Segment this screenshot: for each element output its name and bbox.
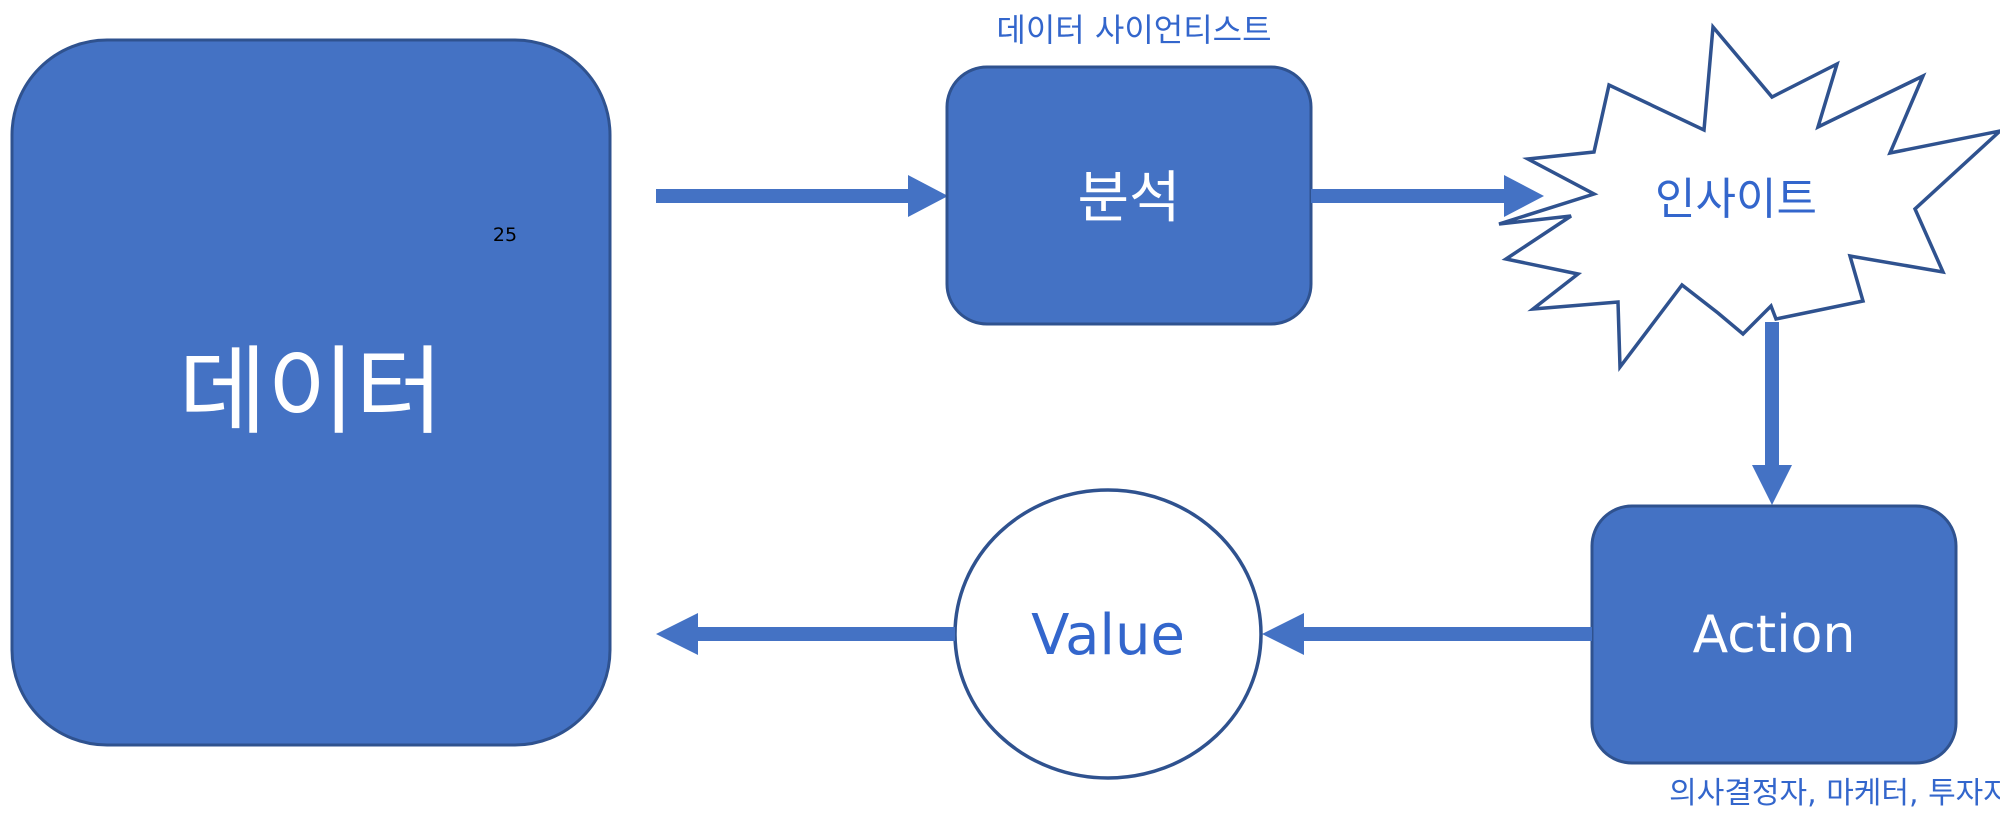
data-node-label: 데이터 <box>179 336 444 448</box>
insight-burst-shape <box>1498 22 2000 373</box>
insight-node: 인사이트 <box>1498 22 2000 373</box>
analysis-role-label: 데이터 사이언티스트 <box>996 11 1271 49</box>
analysis-node-label: 분석 <box>1077 166 1180 231</box>
arrow-value-to-data <box>656 613 955 655</box>
insight-node-label: 인사이트 <box>1655 174 1817 225</box>
value-node: Value <box>953 488 1263 780</box>
value-node-label: Value <box>1031 603 1185 668</box>
arrow-analysis-to-insight <box>1311 175 1544 217</box>
arrow-action-to-value <box>1262 613 1592 655</box>
data-node-note: 25 <box>493 224 517 246</box>
action-node-label: Action <box>1693 605 1856 665</box>
data-node: 데이터 25 <box>10 38 612 747</box>
arrow-data-to-analysis <box>656 175 948 217</box>
arrow-insight-to-action <box>1752 322 1792 505</box>
data-node-shape <box>10 38 612 747</box>
action-node: Action 의사결정자, 마케터, 투자자 <box>1590 504 2000 811</box>
action-role-label: 의사결정자, 마케터, 투자자 <box>1669 776 2000 811</box>
analysis-node: 데이터 사이언티스트 분석 <box>945 11 1313 326</box>
